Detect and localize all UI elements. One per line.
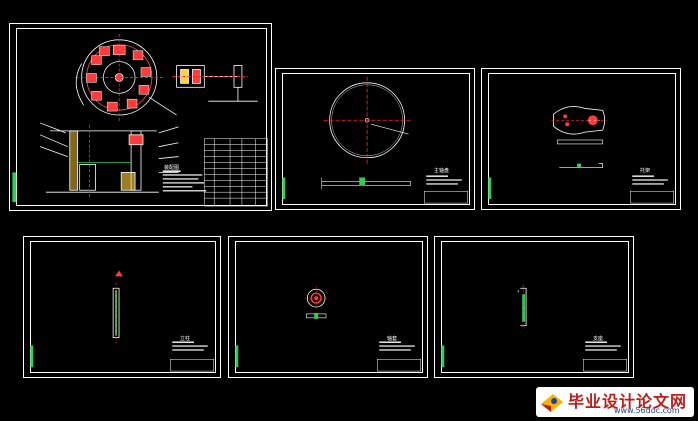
bracket-drawing bbox=[488, 106, 674, 204]
sheet-title: 托架 bbox=[640, 168, 651, 174]
sheet-frame bbox=[488, 73, 676, 205]
wheel-top-view bbox=[75, 33, 177, 121]
site-watermark: 毕业设计论文网 www.56doc.com bbox=[536, 387, 694, 417]
assembly-drawing bbox=[12, 33, 268, 207]
side-strip bbox=[12, 172, 17, 203]
sheet-title: 主轴盘 bbox=[434, 168, 450, 174]
watermark-logo-icon bbox=[541, 394, 563, 412]
drawing-sheet-5[interactable]: 轴套 bbox=[228, 236, 428, 378]
sleeve-drawing bbox=[235, 286, 421, 372]
watermark-url: www.56doc.com bbox=[614, 406, 680, 415]
sheet-title: 装配图 bbox=[164, 165, 180, 171]
sheet-title: 支座 bbox=[593, 336, 604, 342]
sheet-frame bbox=[30, 241, 216, 373]
sheet-frame bbox=[441, 241, 629, 373]
watermark-title: 毕业设计论文网 bbox=[568, 392, 688, 411]
technical-notes bbox=[162, 170, 207, 192]
drawing-sheet-6[interactable]: 支座 bbox=[434, 236, 634, 378]
sheet-frame bbox=[16, 28, 267, 206]
sheet-frame bbox=[282, 73, 470, 205]
drawing-sheet-assembly[interactable]: 装配图 bbox=[9, 23, 272, 211]
support-drawing bbox=[441, 284, 627, 372]
shaft-side-view bbox=[172, 65, 258, 102]
drawing-sheet-4[interactable]: 立柱 bbox=[23, 236, 221, 378]
sheet-title: 立柱 bbox=[180, 336, 191, 342]
sheet-title: 轴套 bbox=[387, 336, 398, 342]
bill-of-materials bbox=[204, 138, 268, 207]
sheet-frame bbox=[235, 241, 423, 373]
disk-drawing bbox=[282, 76, 468, 204]
drawing-sheet-3[interactable]: 托架 bbox=[481, 68, 681, 210]
drawing-sheet-2[interactable]: 主轴盘 bbox=[275, 68, 475, 210]
front-elevation bbox=[39, 122, 179, 199]
column-drawing bbox=[30, 270, 214, 372]
